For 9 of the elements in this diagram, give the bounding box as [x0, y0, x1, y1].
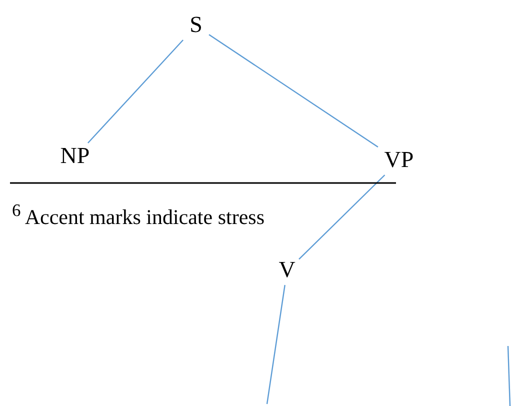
- tree-node-label: NP: [52, 143, 98, 171]
- tree-branch-line: [266, 284, 286, 404]
- tree-branch-line: [87, 40, 184, 144]
- tree-branch-line: [298, 174, 386, 260]
- tree-branch-line: [208, 34, 378, 148]
- tree-node-label: S: [183, 12, 209, 40]
- tree-node-label: VP: [376, 147, 422, 175]
- tree-node-label: V: [275, 257, 299, 285]
- footnote-text: $^{6}$ Accent marks indicate stress: [12, 200, 265, 230]
